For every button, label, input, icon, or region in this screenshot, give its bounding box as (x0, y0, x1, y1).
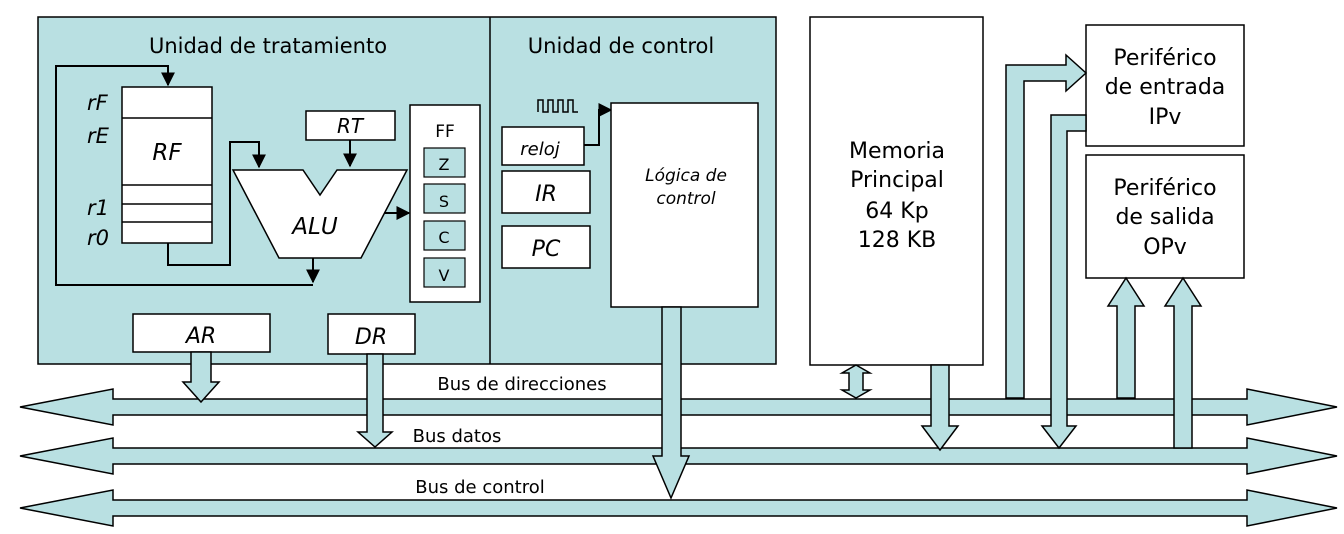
output-peripheral-label-2: de salida (1115, 205, 1214, 230)
ar-label: AR (184, 324, 216, 349)
clock-signal-icon (537, 99, 578, 113)
flag-v-box (423, 257, 466, 288)
memory-to-data-bus-arrow (920, 364, 960, 452)
clock-box (501, 126, 585, 166)
memory-address-bus-double-arrow (839, 364, 873, 399)
register-file-label: RF (152, 140, 182, 166)
data-bus-label: Bus datos (413, 426, 502, 447)
output-peripheral-block (1085, 154, 1245, 279)
dr-label: DR (355, 325, 387, 350)
address-bus-label: Bus de direcciones (437, 374, 606, 395)
output-peripheral-label-3: OPv (1143, 235, 1187, 260)
input-peripheral-block (1085, 24, 1245, 147)
flag-z-box (423, 147, 466, 178)
input-peripheral-label-1: Periférico (1113, 46, 1216, 71)
pc-register (501, 225, 591, 269)
input-peripheral-label-3: IPv (1149, 105, 1182, 130)
rt-register (305, 110, 396, 141)
control-logic-block (610, 102, 759, 308)
flag-c-label: C (438, 228, 449, 247)
rf-to-alu-wire (167, 141, 266, 266)
address-bus-to-input-peripheral-arrow (1005, 53, 1088, 399)
rt-label: RT (337, 114, 365, 138)
dr-to-data-bus-arrow (356, 353, 394, 449)
register-label-rF: rF (87, 91, 109, 115)
flag-c-box (423, 220, 466, 251)
memory-label-3: 64 Kp (865, 199, 928, 224)
register-file: RF (121, 86, 213, 244)
input-peripheral-to-data-bus-arrow (1040, 114, 1087, 450)
treatment-unit-title: Unidad de tratamiento (149, 34, 387, 58)
main-memory-block (809, 16, 984, 366)
output-peripheral-label-1: Periférico (1113, 176, 1216, 201)
flag-z-label: Z (439, 155, 450, 174)
memory-label-2: Principal (850, 168, 944, 193)
register-label-r1: r1 (87, 196, 109, 220)
control-logic-label-1: Lógica de (645, 166, 727, 186)
ir-register (501, 170, 591, 214)
flags-title: FF (435, 122, 455, 142)
clock-to-logic-wire (584, 103, 613, 146)
register-label-rE: rE (87, 124, 110, 148)
pc-label: PC (532, 237, 561, 262)
input-peripheral-label-2: de entrada (1105, 75, 1226, 100)
control-logic-to-control-bus-arrow (651, 306, 691, 500)
alu-label: ALU (290, 214, 338, 240)
control-bus-arrow (19, 489, 1338, 527)
control-logic-label-2: control (656, 189, 716, 209)
alu-shape (231, 169, 409, 259)
ar-register (132, 313, 271, 353)
flag-s-label: S (439, 192, 449, 211)
control-unit-title: Unidad de control (528, 34, 714, 58)
register-label-r0: r0 (87, 226, 109, 250)
ir-label: IR (535, 182, 557, 207)
memory-label-4: 128 KB (858, 228, 937, 253)
data-bus-to-output-peripheral-arrow (1163, 276, 1203, 449)
flag-s-box (423, 183, 466, 214)
alu-to-rf-wire (55, 65, 313, 286)
control-bus-label: Bus de control (415, 477, 544, 498)
clock-label: reloj (520, 139, 560, 160)
flag-v-label: V (439, 266, 450, 285)
ar-to-address-bus-arrow (181, 351, 221, 404)
dr-register (327, 313, 416, 355)
memory-label-1: Memoria (849, 139, 945, 164)
address-bus-to-output-peripheral-arrow (1106, 276, 1146, 399)
